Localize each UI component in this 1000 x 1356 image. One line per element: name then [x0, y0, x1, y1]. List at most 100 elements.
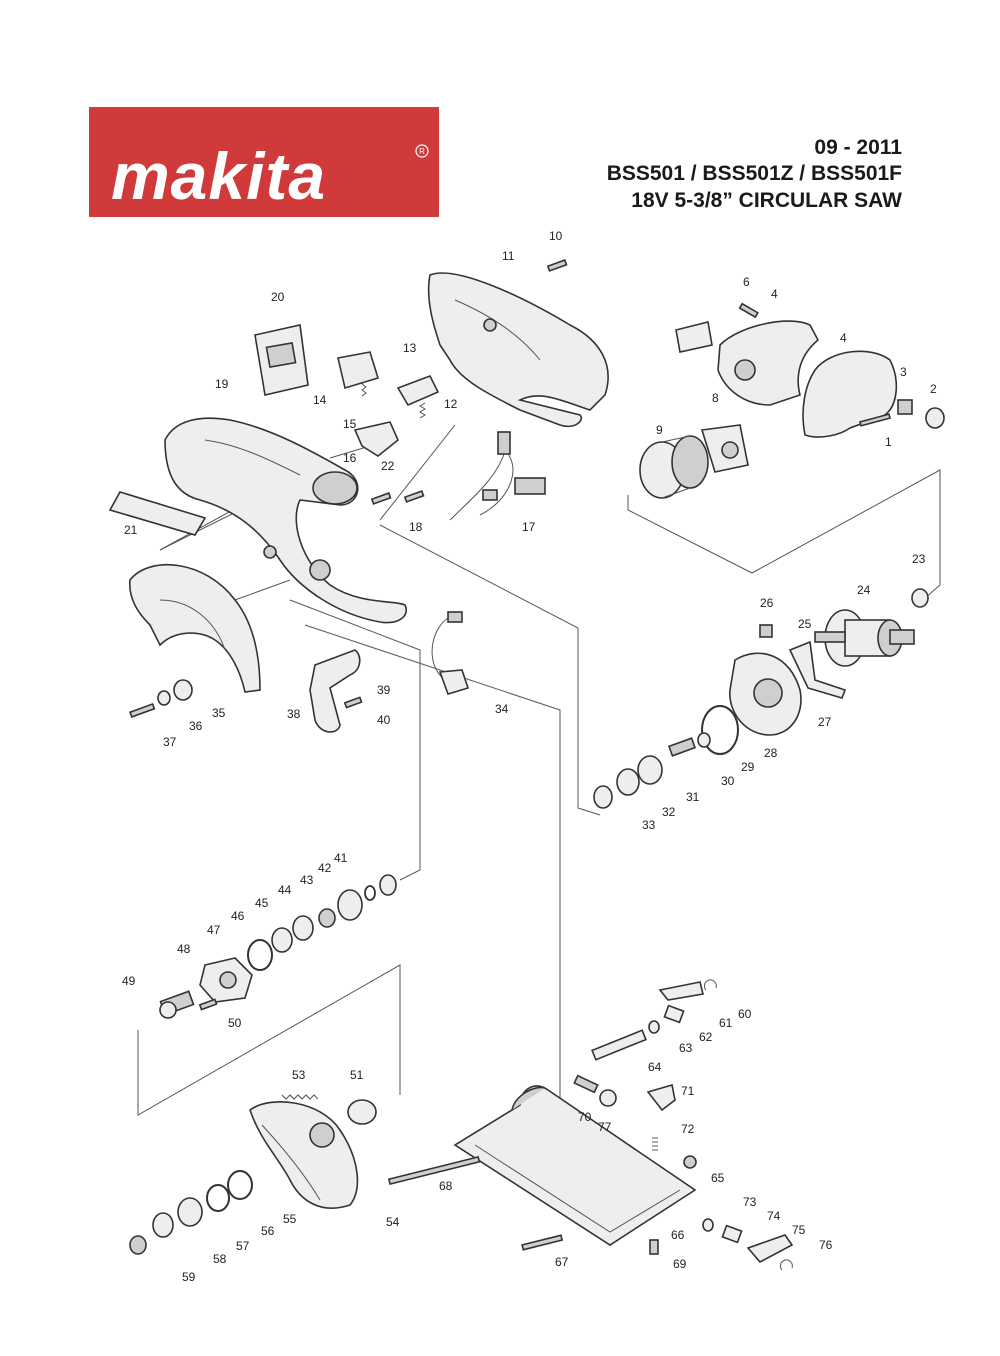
label-part-71: 71 — [681, 1084, 695, 1098]
part-44-collar — [318, 908, 336, 928]
part-56-ring — [206, 1184, 230, 1212]
label-part-29: 29 — [741, 760, 755, 774]
part-labels: 1 2 3 4 4 6 8 9 10 11 12 13 14 15 16 17 … — [122, 229, 937, 1284]
part-45-bearing — [292, 915, 314, 941]
assembly-line-bearing — [289, 599, 421, 881]
label-part-67: 67 — [555, 1255, 569, 1269]
part-54-blade-case — [249, 1101, 359, 1209]
label-part-4b: 4 — [840, 331, 847, 345]
part-49-spindle — [159, 990, 195, 1019]
part-75-lever — [746, 1234, 794, 1264]
label-part-56: 56 — [261, 1224, 275, 1238]
part-31-gear — [637, 755, 663, 785]
part-51-ring — [347, 1099, 377, 1125]
label-part-43: 43 — [300, 873, 314, 887]
label-part-45: 45 — [255, 896, 269, 910]
part-20-terminal-plate — [254, 324, 309, 396]
label-part-77: 77 — [598, 1120, 612, 1134]
part-71-knob — [646, 1083, 676, 1112]
part-19-motor-housing — [164, 417, 407, 624]
label-part-28: 28 — [764, 746, 778, 760]
part-1-screw — [859, 413, 891, 427]
label-part-38: 38 — [287, 707, 301, 721]
part-4-motor-housing-front — [802, 350, 898, 438]
label-part-36: 36 — [189, 719, 203, 733]
label-part-66: 66 — [671, 1228, 685, 1242]
label-part-6: 6 — [743, 275, 750, 289]
part-22-screw — [370, 492, 392, 505]
part-47-o-ring — [247, 939, 273, 971]
label-part-8: 8 — [712, 391, 719, 405]
part-68-bolt — [387, 1155, 481, 1186]
label-part-26: 26 — [760, 596, 774, 610]
label-part-57: 57 — [236, 1239, 250, 1253]
part-29-washer — [697, 732, 711, 748]
part-9-field-sleeve — [639, 435, 709, 499]
label-part-42: 42 — [318, 861, 332, 875]
label-part-4a: 4 — [771, 287, 778, 301]
part-36-washer — [157, 690, 171, 706]
label-part-20: 20 — [271, 290, 285, 304]
assembly-lines — [137, 424, 941, 1170]
label-part-69: 69 — [673, 1257, 687, 1271]
part-35-sleeve — [173, 679, 193, 701]
label-part-53: 53 — [292, 1068, 306, 1082]
part-50-screw — [198, 998, 218, 1011]
part-72-spring — [652, 1137, 658, 1151]
label-part-75: 75 — [792, 1223, 806, 1237]
part-32-bearing — [616, 768, 640, 796]
part-26-spring — [759, 624, 773, 638]
part-64-pin — [591, 1029, 647, 1061]
part-11-handle-cover — [427, 272, 609, 428]
part-25-bracket — [788, 640, 847, 699]
part-8-brush-holder — [700, 424, 749, 473]
part-63-washer — [648, 1020, 660, 1034]
logo-red-panel — [89, 107, 439, 217]
assembly-line-handle — [379, 424, 456, 521]
part-4-motor-housing-rear — [717, 320, 820, 406]
label-part-1: 1 — [885, 435, 892, 449]
label-part-30: 30 — [721, 774, 735, 788]
label-part-31: 31 — [686, 790, 700, 804]
part-48-bearing-retainer — [199, 957, 253, 1003]
label-part-16: 16 — [343, 451, 357, 465]
label-part-39: 39 — [377, 683, 391, 697]
part-58-washer — [152, 1212, 174, 1238]
part-37-bolt — [129, 702, 156, 718]
label-part-2: 2 — [930, 382, 937, 396]
label-part-44: 44 — [278, 883, 292, 897]
part-3-brush-holder — [897, 399, 913, 415]
part-57-flange — [177, 1197, 203, 1227]
part-28-o-ring — [701, 705, 739, 755]
label-part-34: 34 — [495, 702, 509, 716]
part-16-trigger — [353, 421, 399, 457]
makita-logo: makita R — [89, 107, 439, 217]
part-33-needle-bearing — [593, 785, 613, 809]
part-21-label — [108, 491, 207, 536]
part-12-spring — [419, 402, 426, 419]
part-6-screw — [738, 302, 759, 319]
label-part-60: 60 — [738, 1007, 752, 1021]
part-43-gear — [337, 889, 363, 921]
label-part-40: 40 — [377, 713, 391, 727]
part-30-pinion-shaft — [667, 737, 697, 757]
label-part-48: 48 — [177, 942, 191, 956]
label-part-12: 12 — [444, 397, 458, 411]
label-part-64: 64 — [648, 1060, 662, 1074]
part-23-bearing — [911, 588, 929, 608]
label-part-10: 10 — [549, 229, 563, 243]
label-part-19: 19 — [215, 377, 229, 391]
label-part-22: 22 — [381, 459, 395, 473]
part-15-spring — [361, 380, 367, 397]
label-part-32: 32 — [662, 805, 676, 819]
label-part-63: 63 — [679, 1041, 693, 1055]
label-part-49: 49 — [122, 974, 136, 988]
registered-mark: R — [419, 147, 425, 156]
part-34-led-cable — [431, 611, 470, 695]
assembly-line-spindle — [137, 964, 401, 1116]
label-part-13: 13 — [403, 341, 417, 355]
label-part-24: 24 — [857, 583, 871, 597]
label-part-11: 11 — [502, 249, 515, 263]
part-27-gear-housing — [729, 652, 802, 736]
